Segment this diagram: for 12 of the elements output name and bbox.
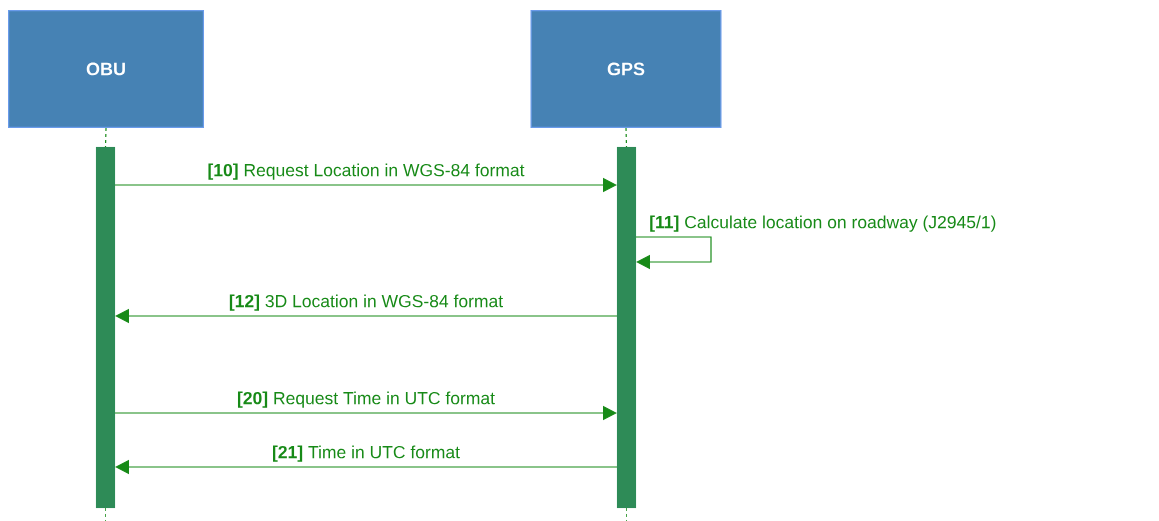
- participant-box: GPS: [530, 10, 722, 128]
- activation-bar: [95, 146, 116, 509]
- message-label: [11] Calculate location on roadway (J2945/1): [648, 214, 998, 233]
- message-label: [12] 3D Location in WGS-84 format: [227, 293, 505, 312]
- message-label: [20] Request Time in UTC format: [236, 390, 496, 409]
- activation-bar: [616, 146, 637, 509]
- lifeline: [625, 127, 628, 148]
- message-label: [21] Time in UTC format: [271, 444, 461, 463]
- self-message-arrow: [635, 236, 712, 270]
- participant-box: OBU: [8, 10, 204, 128]
- message-label: [10] Request Location in WGS-84 format: [206, 162, 526, 181]
- lifeline: [104, 127, 107, 148]
